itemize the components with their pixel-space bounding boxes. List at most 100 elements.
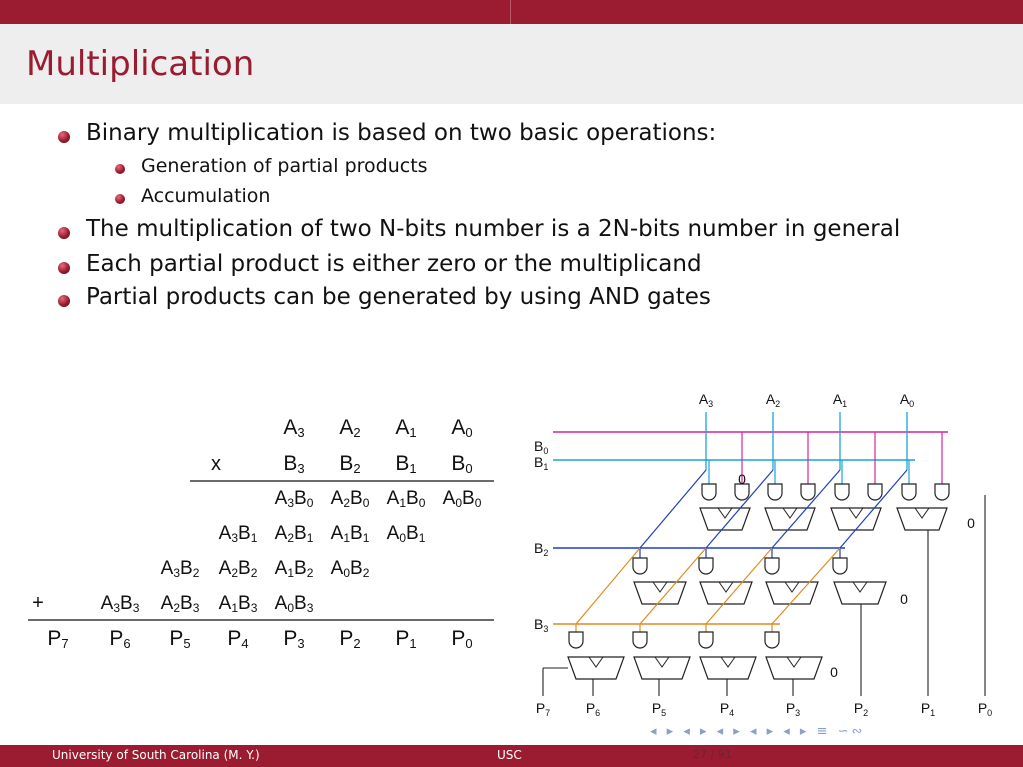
sub-bullet-item: Accumulation <box>115 185 270 207</box>
and-gate <box>764 631 780 649</box>
bullet-item: The multiplication of two N-bits number … <box>58 216 901 242</box>
and-gate <box>698 631 714 649</box>
adder-notch <box>720 656 736 668</box>
partial-product: A1B2 <box>275 558 314 580</box>
and-gate <box>764 557 780 575</box>
partial-product: A0B1 <box>387 523 426 545</box>
footer-short-title: USC <box>497 748 522 762</box>
adder-notch <box>588 656 604 668</box>
bullet-text: Each partial product is either zero or t… <box>86 251 702 277</box>
partial-product: A2B0 <box>331 488 370 510</box>
partial-product: A1B3 <box>219 593 258 615</box>
diagonal-wire <box>705 469 774 549</box>
product-bit: P0 <box>451 627 472 651</box>
and-gate <box>800 483 816 501</box>
footer-institution: University of South Carolina (M. Y.) <box>52 748 260 762</box>
and-gate <box>832 557 848 575</box>
adder-row1 <box>699 507 751 531</box>
input-a-label: A0 <box>900 391 914 409</box>
diagonal-wire <box>639 469 707 549</box>
product-bit: P1 <box>395 627 416 651</box>
and-gate <box>632 631 648 649</box>
sub-bullet-icon <box>115 164 125 174</box>
bullet-icon <box>58 262 70 274</box>
adder-notch <box>786 656 802 668</box>
input-a-label: A1 <box>833 391 847 409</box>
partial-product: A0B2 <box>331 558 370 580</box>
adder-notch <box>784 581 800 593</box>
bullet-item: Partial products can be generated by usi… <box>58 284 711 310</box>
partial-product: A1B1 <box>331 523 370 545</box>
multiplicand-digit: A3 <box>283 416 304 440</box>
adder-notch <box>848 507 864 519</box>
and-gate <box>934 483 950 501</box>
and-gate <box>568 631 584 649</box>
output-label: P5 <box>652 700 666 718</box>
zero-input: 0 <box>738 471 746 487</box>
page-number: 27 / 91 <box>693 748 732 761</box>
input-b-label: B0 <box>534 438 548 456</box>
output-label: P1 <box>921 700 935 718</box>
product-bit: P2 <box>339 627 360 651</box>
bullet-text: Binary multiplication is based on two ba… <box>86 120 717 146</box>
multiplicand-digit: A1 <box>395 416 416 440</box>
top-bar <box>0 0 1023 24</box>
adder-row2 <box>699 581 753 605</box>
adder-row2 <box>833 581 887 605</box>
diagonal-wire <box>705 547 773 625</box>
multiplier-digit: B1 <box>395 452 416 476</box>
multiplicand-digit: A2 <box>339 416 360 440</box>
product-bit: P4 <box>227 627 248 651</box>
output-label: P2 <box>854 700 868 718</box>
product-bit: P3 <box>283 627 304 651</box>
adder-notch <box>717 507 733 519</box>
sub-bullet-icon <box>115 194 125 204</box>
output-label: P7 <box>536 700 550 718</box>
diagonal-wire <box>771 469 841 549</box>
partial-product: A3B3 <box>101 593 140 615</box>
partial-product: A0B3 <box>275 593 314 615</box>
partial-product: A2B3 <box>161 593 200 615</box>
adder-row2 <box>633 581 687 605</box>
plus-sign: + <box>32 592 44 614</box>
output-label: P4 <box>720 700 734 718</box>
and-gate <box>698 557 714 575</box>
diagonal-wire <box>839 469 908 549</box>
partial-product: A3B1 <box>219 523 258 545</box>
multiplicand-digit: A0 <box>451 416 472 440</box>
product-bit: P6 <box>109 627 130 651</box>
output-label: P3 <box>786 700 800 718</box>
and-gate <box>901 483 917 501</box>
navigation-controls[interactable]: ◂ ▸ ◂ ▸ ◂ ▸ ◂ ▸ ◂ ▸ ≡ ∽∾ <box>650 724 866 739</box>
adder-notch <box>852 581 868 593</box>
adder-notch <box>782 507 798 519</box>
bullet-text: The multiplication of two N-bits number … <box>86 216 901 242</box>
partial-product: A3B0 <box>275 488 314 510</box>
adder-notch <box>654 656 670 668</box>
and-gate <box>734 483 750 501</box>
product-bit: P7 <box>47 627 68 651</box>
adder-notch <box>914 507 930 519</box>
times-sign: x <box>211 453 221 475</box>
bottom-bar <box>0 745 1023 767</box>
sub-bullet-text: Generation of partial products <box>141 155 428 177</box>
partial-product: A2B2 <box>219 558 258 580</box>
bullet-icon <box>58 227 70 239</box>
bullet-item: Binary multiplication is based on two ba… <box>58 120 717 146</box>
adder-notch <box>718 581 734 593</box>
adder-row3 <box>699 656 757 680</box>
zero-input: 0 <box>967 515 975 531</box>
and-gate <box>701 483 717 501</box>
zero-input: 0 <box>830 664 838 680</box>
and-gate <box>834 483 850 501</box>
slide-title: Multiplication <box>26 44 255 84</box>
top-bar-left-segment <box>0 0 511 24</box>
partial-product: A2B1 <box>275 523 314 545</box>
input-b-label: B1 <box>534 454 548 472</box>
bullet-text: Partial products can be generated by usi… <box>86 284 711 310</box>
multiplier-digit: B0 <box>451 452 472 476</box>
diagonal-wire <box>575 547 641 625</box>
partial-product: A1B0 <box>387 488 426 510</box>
and-gate <box>632 557 648 575</box>
